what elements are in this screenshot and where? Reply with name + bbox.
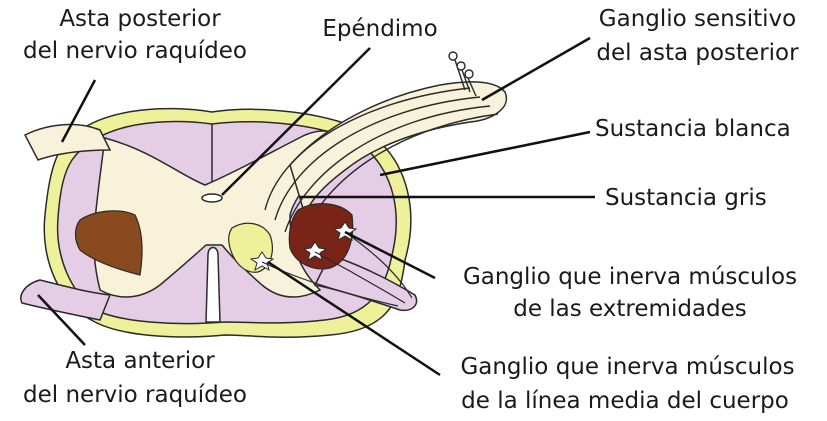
fiber-line [274, 96, 481, 221]
motor-fiber [344, 231, 413, 299]
leader-lines [37, 36, 595, 377]
central-canal [201, 193, 223, 203]
label-ganglio-extremidades-2: de las extremidades [513, 296, 747, 322]
fiber-line [284, 105, 491, 233]
asta-posterior-root [23, 123, 112, 161]
label-asta-posterior-2: del nervio raquídeo [23, 38, 247, 64]
sensory-terminals-icon [448, 51, 477, 97]
label-ganglio-linea-media-2: de la línea media del cuerpo [461, 388, 789, 414]
anterior-fissure [205, 246, 221, 323]
red-ganglion-right [288, 203, 354, 270]
label-sustancia-blanca: Sustancia blanca [595, 116, 791, 142]
asta-anterior-root [20, 279, 112, 321]
label-ganglio-linea-media-1: Ganglio que inerva músculos [460, 354, 795, 380]
label-sustancia-gris: Sustancia gris [605, 185, 767, 211]
gray-matter [93, 130, 339, 298]
label-ganglio-extremidades-1: Ganglio que inerva músculos [462, 264, 798, 290]
brown-ganglion-left [74, 210, 143, 276]
posterior-root [289, 81, 508, 218]
fiber-line [264, 87, 471, 211]
label-asta-anterior-1: Asta anterior [65, 348, 215, 374]
label-asta-anterior-2: del nervio raquídeo [23, 382, 247, 408]
label-ganglio-sensitivo-1: Ganglio sensitivo [598, 6, 797, 32]
label-asta-posterior-1: Asta posterior [59, 6, 221, 32]
label-ependimo: Epéndimo [322, 16, 438, 42]
motor-fiber [314, 251, 406, 304]
label-ganglio-sensitivo-2: del asta posterior [596, 40, 799, 66]
